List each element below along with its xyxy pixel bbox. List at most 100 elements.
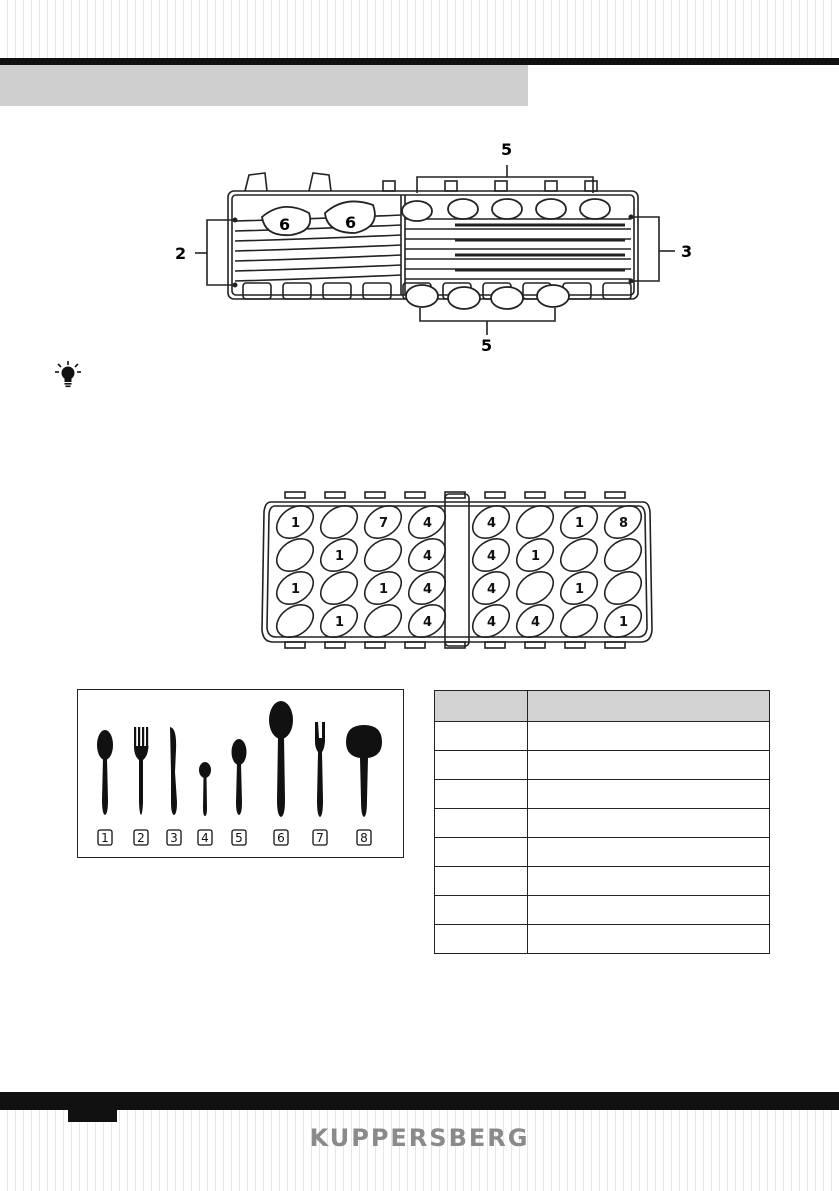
spoon-head-top [401, 200, 433, 222]
cutlery-slot [515, 504, 555, 540]
slot-number: 1 [335, 549, 344, 564]
cutlery-slot [471, 537, 511, 573]
slot-number: 1 [531, 549, 540, 564]
page-number-tab [68, 1110, 117, 1122]
number-box [356, 829, 372, 846]
cutlery-number: 6 [277, 831, 285, 845]
table-cell [434, 895, 528, 925]
number-box [166, 829, 182, 846]
slot-number: 4 [423, 582, 432, 597]
ladle-icon [346, 725, 382, 817]
header-stripe-pattern [0, 0, 839, 58]
cutlery-number: 4 [201, 831, 209, 845]
spoon-head-bottom [405, 284, 439, 308]
cutlery-slot [319, 603, 359, 639]
fork-icon [134, 727, 149, 815]
cutlery-slot [407, 504, 447, 540]
cutlery-slot [319, 570, 359, 606]
tablespoon-icon [97, 730, 113, 815]
cutlery-slot [603, 504, 643, 540]
spoon-head-bottom [490, 286, 524, 310]
cutlery-slot [319, 537, 359, 573]
cutlery-slot [275, 603, 315, 639]
cutlery-slot [603, 537, 643, 573]
table-cell [434, 866, 528, 896]
cutlery-slot [363, 537, 403, 573]
spoon-head-top [491, 198, 523, 220]
table-row [434, 924, 770, 954]
slot-number: 1 [619, 615, 628, 630]
header-bar [0, 58, 839, 65]
slot-number: 4 [423, 516, 432, 531]
callout-top-5: 5 [501, 140, 512, 159]
table-cell [434, 721, 528, 751]
cutlery-slot [559, 570, 599, 606]
table-cell [434, 779, 528, 809]
spoon-head-top [579, 198, 611, 220]
table-cell [527, 924, 770, 954]
cutlery-slot [515, 603, 555, 639]
slot-number: 4 [423, 549, 432, 564]
cutlery-slot [407, 570, 447, 606]
slot-number: 4 [487, 516, 496, 531]
cutlery-slot [407, 537, 447, 573]
table-cell [434, 924, 528, 954]
table-cell [434, 837, 528, 867]
table-cell [527, 808, 770, 838]
cutlery-slot [471, 504, 511, 540]
number-box [231, 829, 247, 846]
slot-number: 4 [487, 582, 496, 597]
cutlery-slot [471, 603, 511, 639]
cutlery-number: 1 [101, 831, 109, 845]
cutlery-slot [407, 603, 447, 639]
slot-number: 1 [291, 516, 300, 531]
table-cell [527, 866, 770, 896]
footer-stripe-pattern [0, 1110, 839, 1191]
cutlery-slot [603, 603, 643, 639]
table-header-row [434, 690, 770, 722]
table-cell [527, 750, 770, 780]
cutlery-slot [559, 603, 599, 639]
cutlery-slot [603, 570, 643, 606]
table-cell [527, 779, 770, 809]
cutlery-slot [275, 537, 315, 573]
cutlery-number: 3 [170, 831, 178, 845]
slot-number: 4 [487, 615, 496, 630]
table-cell [527, 837, 770, 867]
brand-logo: KUPPERSBERG [309, 1124, 530, 1152]
large-spoon-head [261, 206, 312, 237]
slot-number: 4 [423, 615, 432, 630]
cutlery-slot [515, 570, 555, 606]
slot-number: 7 [379, 516, 388, 531]
cutlery-number: 8 [360, 831, 368, 845]
slot-number: 8 [619, 516, 628, 531]
cutlery-slot [363, 504, 403, 540]
number-box [273, 829, 289, 846]
number-box [312, 829, 328, 846]
table-header-cell [527, 690, 770, 722]
slot-number: 1 [291, 582, 300, 597]
cutlery-slot [275, 570, 315, 606]
table-cell [434, 808, 528, 838]
table-row [434, 895, 770, 925]
slot-number: 1 [379, 582, 388, 597]
table-cell [527, 721, 770, 751]
cutlery-slot [559, 537, 599, 573]
table-cell [527, 895, 770, 925]
table-row [434, 750, 770, 780]
table-row [434, 837, 770, 867]
cutlery-slot [275, 504, 315, 540]
callout-right-3: 3 [681, 242, 692, 261]
number-box [133, 829, 149, 846]
slot-number: 1 [575, 516, 584, 531]
cutlery-number: 5 [235, 831, 243, 845]
table-header-cell [434, 690, 528, 722]
table-row [434, 866, 770, 896]
cutlery-number: 7 [316, 831, 324, 845]
cutlery-number: 2 [137, 831, 145, 845]
cutlery-slot [515, 537, 555, 573]
lightbulb-icon [55, 361, 81, 388]
number-box [97, 829, 113, 846]
table-row [434, 779, 770, 809]
